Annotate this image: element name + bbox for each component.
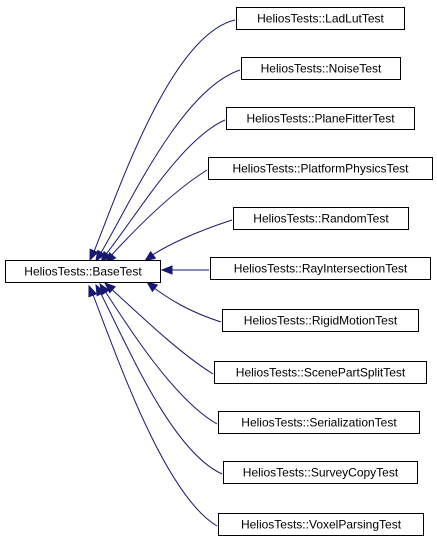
- derived-class-label: HeliosTests::SerializationTest: [241, 416, 397, 430]
- derived-class-node[interactable]: HeliosTests::NoiseTest: [241, 57, 401, 80]
- arrowhead: [100, 250, 112, 264]
- arrowhead: [145, 281, 159, 293]
- inheritance-edge: [91, 291, 218, 527]
- derived-class-node[interactable]: HeliosTests::PlaneFitterTest: [226, 107, 415, 130]
- derived-class-box: [226, 107, 415, 130]
- derived-class-label: HeliosTests::PlatformPhysicsTest: [232, 162, 409, 176]
- base-class-node[interactable]: HeliosTests::BaseTest: [5, 260, 161, 283]
- derived-class-box: [218, 411, 420, 434]
- derived-class-label: HeliosTests::NoiseTest: [261, 62, 382, 76]
- inheritance-edge: [102, 119, 226, 259]
- inheritance-edge: [98, 289, 223, 475]
- derived-class-node[interactable]: HeliosTests::SurveyCopyTest: [223, 461, 418, 484]
- inheritance-edge: [98, 69, 241, 257]
- edges-layer: [88, 19, 241, 527]
- arrowhead: [160, 265, 173, 275]
- derived-class-label: HeliosTests::SurveyCopyTest: [243, 466, 399, 480]
- derived-class-node[interactable]: HeliosTests::RayIntersectionTest: [210, 257, 431, 280]
- inheritance-edge: [149, 284, 222, 323]
- base-class-label: HeliosTests::BaseTest: [24, 265, 142, 279]
- arrowhead: [95, 283, 106, 297]
- derived-class-label: HeliosTests::ScenePartSplitTest: [236, 366, 406, 380]
- derived-class-box: [214, 361, 427, 384]
- arrowhead: [103, 282, 116, 294]
- derived-class-box: [222, 309, 419, 332]
- derived-class-box: [218, 513, 424, 536]
- nodes-layer: HeliosTests::BaseTest HeliosTests::LadLu…: [5, 7, 433, 536]
- base-class-box: [5, 260, 161, 283]
- arrowhead: [143, 250, 157, 262]
- derived-class-node[interactable]: HeliosTests::LadLutTest: [236, 7, 405, 30]
- derived-class-box: [223, 461, 418, 484]
- derived-class-node[interactable]: HeliosTests::VoxelParsingTest: [218, 513, 424, 536]
- derived-class-node[interactable]: HeliosTests::SerializationTest: [218, 411, 420, 434]
- inheritance-edge: [107, 285, 214, 375]
- derived-class-box: [233, 207, 409, 230]
- derived-class-node[interactable]: HeliosTests::RigidMotionTest: [222, 309, 419, 332]
- inheritance-edge: [147, 219, 233, 259]
- derived-class-label: HeliosTests::RandomTest: [253, 212, 389, 226]
- arrowhead: [95, 249, 106, 263]
- derived-class-node[interactable]: HeliosTests::ScenePartSplitTest: [214, 361, 427, 384]
- derived-class-label: HeliosTests::PlaneFitterTest: [246, 112, 395, 126]
- derived-class-label: HeliosTests::VoxelParsingTest: [241, 518, 402, 532]
- arrowhead: [89, 248, 99, 262]
- derived-class-label: HeliosTests::RayIntersectionTest: [234, 262, 408, 276]
- derived-class-box: [208, 157, 433, 180]
- derived-class-label: HeliosTests::RigidMotionTest: [244, 314, 398, 328]
- derived-class-box: [210, 257, 431, 280]
- arrowhead: [88, 284, 98, 298]
- inheritance-edge: [92, 19, 236, 255]
- derived-class-box: [236, 7, 405, 30]
- derived-class-box: [241, 57, 401, 80]
- derived-class-node[interactable]: HeliosTests::PlatformPhysicsTest: [208, 157, 433, 180]
- derived-class-label: HeliosTests::LadLutTest: [257, 12, 384, 26]
- derived-class-node[interactable]: HeliosTests::RandomTest: [233, 207, 409, 230]
- inheritance-edge: [107, 169, 208, 260]
- inheritance-edge: [102, 287, 218, 425]
